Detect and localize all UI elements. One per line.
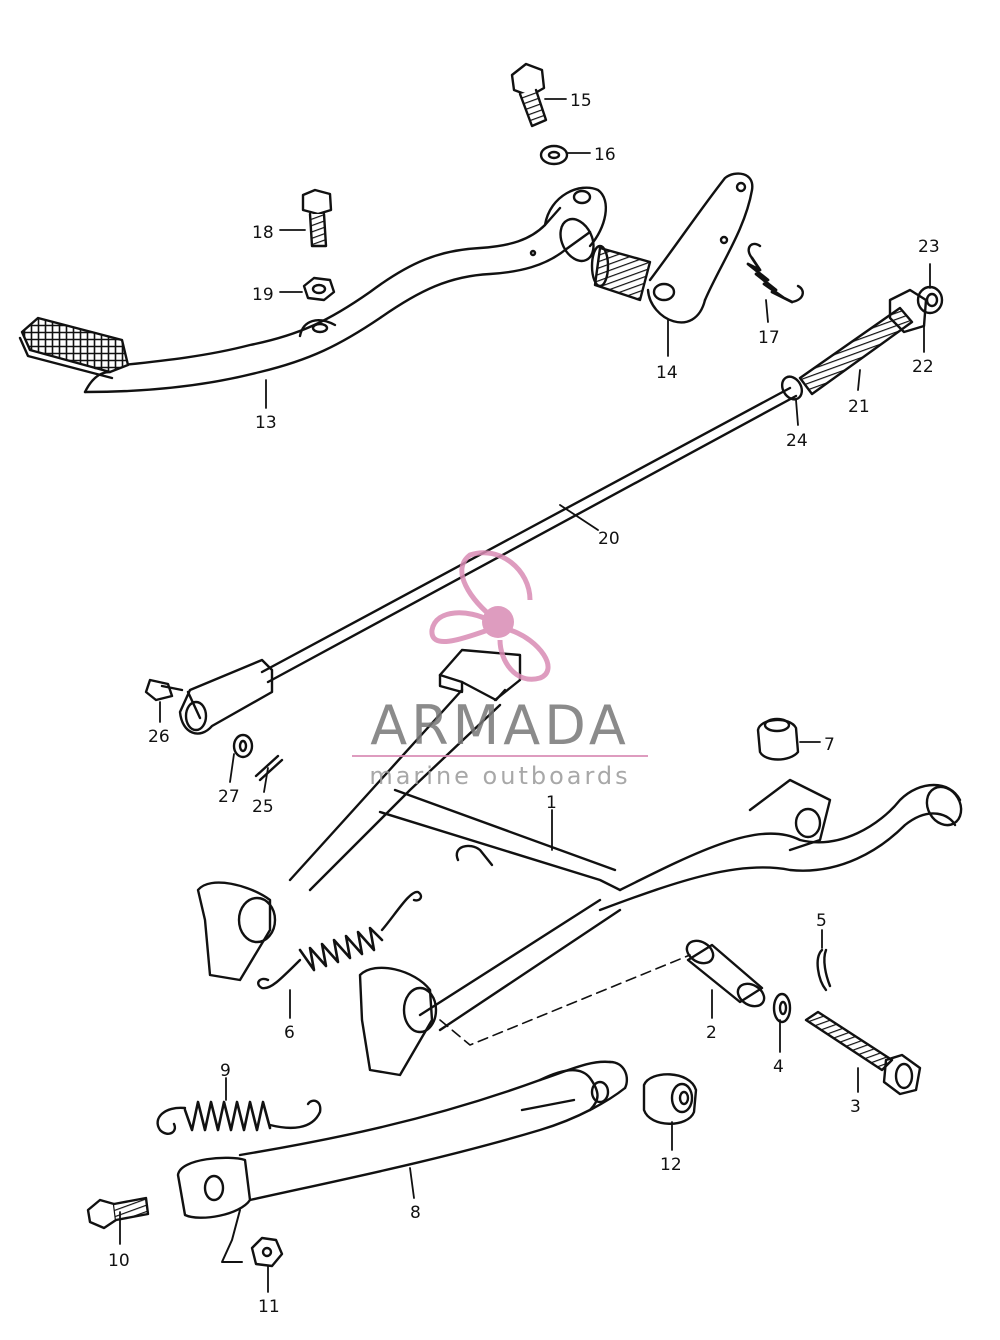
nut-11 — [250, 1236, 284, 1268]
brand-name: ARMADA — [370, 694, 630, 757]
callout-9: 9 — [220, 1061, 231, 1081]
callout-8: 8 — [410, 1203, 421, 1223]
callout-15: 15 — [570, 91, 592, 111]
callout-25: 25 — [252, 797, 274, 817]
leader-lines — [119, 98, 931, 1293]
callout-12: 12 — [660, 1155, 682, 1175]
callout-19: 19 — [252, 285, 274, 305]
washer-24 — [780, 375, 804, 401]
callout-27: 27 — [218, 787, 240, 807]
callout-23: 23 — [918, 237, 940, 257]
callout-11: 11 — [258, 1297, 280, 1317]
callout-26: 26 — [148, 727, 170, 747]
callout-7: 7 — [824, 735, 835, 755]
callout-6: 6 — [284, 1023, 295, 1043]
brake-rod — [178, 386, 798, 735]
callout-3: 3 — [850, 1097, 861, 1117]
stopper-7 — [756, 717, 800, 761]
callouts: 15 16 17 18 19 13 14 21 22 23 24 20 26 2… — [108, 91, 940, 1317]
callout-16: 16 — [594, 145, 616, 165]
center-stand — [196, 648, 963, 1077]
cotter-pin-25 — [254, 754, 284, 782]
callout-4: 4 — [773, 1057, 784, 1077]
callout-5: 5 — [816, 911, 827, 931]
spring-9 — [156, 1099, 322, 1135]
callout-13: 13 — [255, 413, 277, 433]
bushing-2 — [685, 939, 766, 1008]
rubber-12 — [642, 1073, 698, 1125]
brake-pedal — [18, 186, 607, 394]
callout-1: 1 — [546, 793, 557, 813]
cotter-pin-5 — [816, 948, 832, 992]
watermark: ARMADA marine outboards — [352, 550, 648, 790]
callout-18: 18 — [252, 223, 274, 243]
spring-6 — [257, 890, 423, 990]
spring-17 — [746, 242, 804, 304]
bolt-15 — [510, 62, 548, 128]
nut-23 — [916, 285, 944, 315]
pedal-shaft — [590, 172, 754, 324]
bolt-18 — [301, 188, 333, 248]
callout-20: 20 — [598, 529, 620, 549]
bolt-10 — [86, 1196, 150, 1230]
washer-16 — [539, 144, 569, 166]
callout-24: 24 — [786, 431, 808, 451]
side-stand — [176, 1060, 629, 1263]
rod-thread-21 — [798, 306, 914, 396]
callout-22: 22 — [912, 357, 934, 377]
callout-10: 10 — [108, 1251, 130, 1271]
callout-2: 2 — [706, 1023, 717, 1043]
bolt-3 — [804, 1010, 922, 1096]
callout-14: 14 — [656, 363, 678, 383]
washer-4 — [772, 992, 792, 1024]
brand-tagline: marine outboards — [369, 762, 630, 790]
callout-17: 17 — [758, 328, 780, 348]
propeller-logo — [429, 550, 551, 682]
washer-27 — [232, 733, 254, 759]
clevis-pin-26 — [144, 678, 184, 702]
nut-19 — [302, 276, 336, 302]
callout-21: 21 — [848, 397, 870, 417]
